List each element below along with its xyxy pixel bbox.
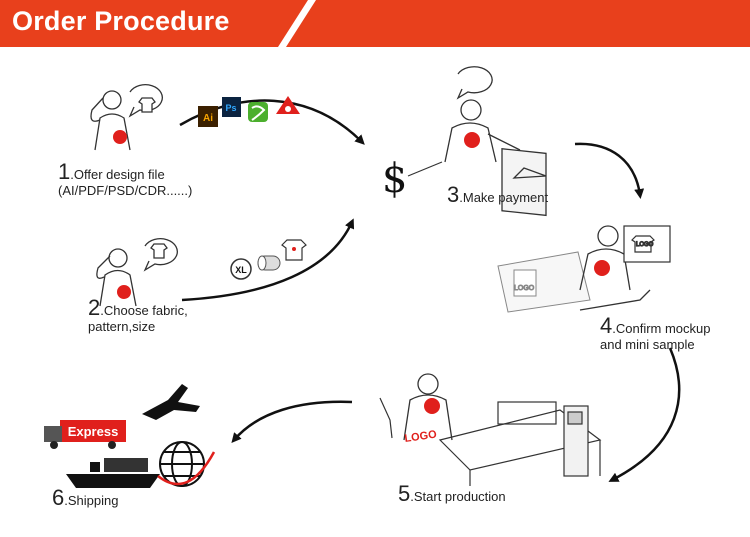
person-choose-fabric	[96, 238, 178, 307]
svg-text:XL: XL	[235, 265, 247, 275]
header-background	[0, 0, 750, 47]
mockup-monitor: LOGO	[623, 225, 671, 263]
dollar-icon: $	[382, 156, 408, 202]
step-2-label: 2.Choose fabric, pattern,size	[88, 295, 188, 335]
step-5-label: 5.Start production	[398, 481, 506, 506]
person-production	[403, 373, 453, 441]
person-payment	[444, 66, 521, 163]
express-text: Express	[68, 424, 119, 439]
ship-icon	[66, 458, 160, 488]
step-6-label: 6.Shipping	[52, 485, 119, 510]
xl-size-icon: XL	[230, 258, 252, 280]
truck-icon: Express	[44, 420, 126, 449]
svg-text:LOGO: LOGO	[636, 242, 654, 248]
computer-monitor-icon	[501, 148, 547, 217]
tshirt-icon	[281, 239, 307, 261]
person-offer-design	[90, 84, 163, 151]
step-1-label: 1.Offer design file (AI/PDF/PSD/CDR.....…	[58, 159, 193, 199]
step-3-label: 3.Make payment	[447, 182, 549, 207]
arrow-step3-to-step4	[574, 142, 645, 199]
printing-machine-icon	[379, 397, 602, 486]
globe-icon	[157, 441, 216, 487]
person-mockup	[579, 225, 651, 311]
mockup-board: LOGO	[497, 251, 591, 313]
coreldraw-icon	[248, 102, 268, 122]
header-bar: Order Procedure	[0, 0, 750, 47]
production-logo-text: LOGO	[404, 429, 438, 445]
svg-text:Ps: Ps	[225, 103, 236, 113]
pdf-icon	[276, 96, 300, 114]
illustrator-icon: Ai	[198, 106, 218, 127]
svg-text:Ai: Ai	[203, 113, 213, 124]
arrow-step5-to-step6	[231, 400, 353, 444]
fabric-roll-icon	[257, 255, 281, 271]
arrow-step2-to-step3	[181, 218, 355, 302]
step-4-label: 4.Confirm mockup and mini sample	[600, 313, 711, 353]
airplane-icon	[142, 384, 200, 420]
svg-text:LOGO: LOGO	[514, 285, 535, 292]
arrow-step4-to-step5	[608, 347, 681, 482]
photoshop-icon: Ps	[222, 97, 241, 117]
page-title: Order Procedure	[12, 6, 230, 36]
